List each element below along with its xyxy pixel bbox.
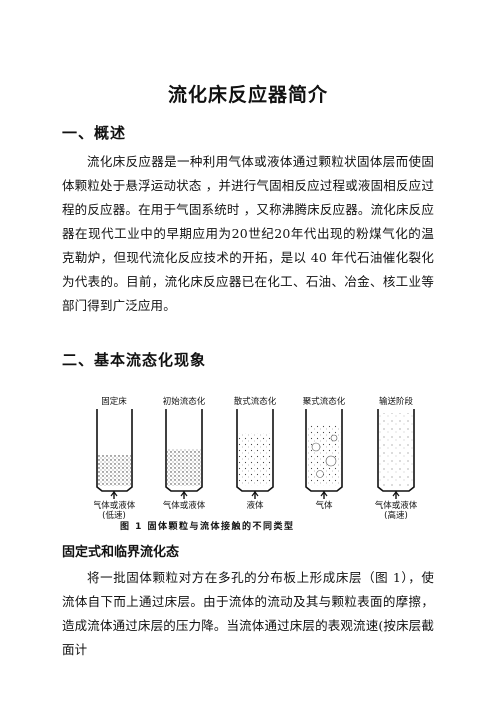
figure-column-fixed-bed: 固定床 气体或液体 (低速) (94, 396, 136, 521)
fig-bottom-sub: (高速) (384, 510, 408, 521)
fig-top-label: 初始流态化 (163, 396, 206, 407)
fig-bottom-label: 气体或液体 (163, 500, 206, 511)
fig-bottom-label: 气体或液体 (94, 500, 136, 511)
figure-column-particulate: 散式流态化 液体 (234, 396, 277, 511)
fig-bottom-label: 气体或液体 (375, 500, 418, 511)
fig-bottom-label: 气体 (315, 500, 333, 511)
fig-bottom-sub: (低速) (102, 510, 126, 521)
fig-top-label: 固定床 (101, 396, 127, 407)
fig-top-label: 聚式流态化 (303, 396, 346, 407)
fig-top-label: 输送阶段 (379, 396, 414, 407)
figure-column-aggregative: 聚式流态化 气体 (303, 396, 346, 511)
section-heading-fluidization: 二、基本流态化现象 (62, 351, 207, 369)
fluidization-figure: 固定床 气体或液体 (低速) 初始流态化 气体或液体 散式流态化 液体 (94, 396, 418, 521)
figure-column-transport: 输送阶段 气体或液体 (高速) (375, 396, 418, 521)
section-heading-overview: 一、概述 (62, 124, 127, 142)
overview-paragraph: 流化床反应器是一种利用气体或液体通过颗粒状固体层而使固体颗粒处于悬浮运动状态 ，… (62, 154, 434, 313)
subsection-heading: 固定式和临界流化态 (62, 545, 180, 560)
document-title: 流化床反应器简介 (167, 84, 328, 106)
fig-top-label: 散式流态化 (234, 396, 277, 407)
figure-caption: 图 1 固体颗粒与流体接触的不同类型 (120, 522, 295, 532)
subsection-paragraph: 将一批固体颗粒对方在多孔的分布板上形成床层（图 1），使流体自下而上通过床层。由… (62, 570, 434, 657)
figure-column-incipient: 初始流态化 气体或液体 (163, 396, 206, 511)
fig-bottom-label: 液体 (246, 500, 264, 511)
